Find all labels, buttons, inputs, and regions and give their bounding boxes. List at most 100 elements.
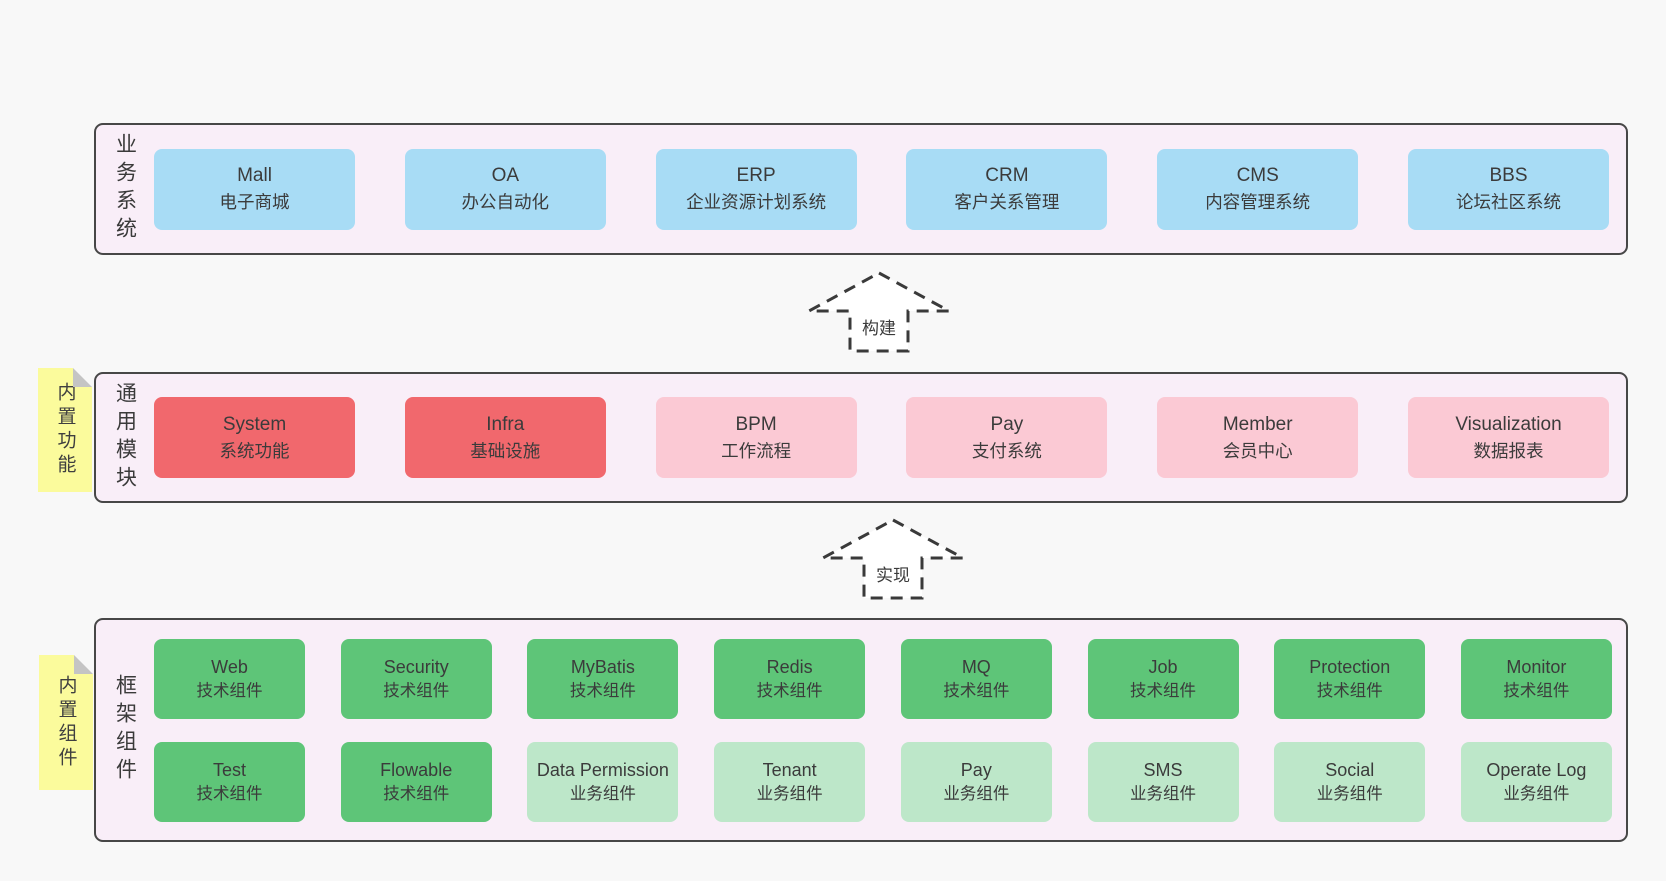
common-box-pay: Pay 支付系统 [906,397,1108,478]
section-label-framework: 框架组件 [96,620,154,840]
box-title: CRM [985,165,1029,186]
box-subtitle: 会员中心 [1222,440,1293,461]
framework-box-redis: Redis 技术组件 [714,638,866,719]
common-box-row: System 系统功能 Infra 基础设施 BPM 工作流程 Pay 支付系统… [154,374,1626,501]
box-title: Test [212,759,246,780]
framework-box-row-2: Test 技术组件 Flowable 技术组件 Data Permission … [154,741,1612,822]
build-arrow: 构建 [806,270,952,354]
framework-box-monitor: Monitor 技术组件 [1460,638,1612,719]
box-title: BPM [735,413,777,435]
sticky-note-builtin-features: 内置功能 [38,368,92,492]
common-box-member: Member 会员中心 [1157,397,1359,478]
box-subtitle: 技术组件 [1316,681,1383,700]
box-subtitle: 业务组件 [1316,784,1383,803]
framework-box-protection: Protection 技术组件 [1274,638,1426,719]
build-arrow-label: 构建 [860,314,898,339]
box-title: SMS [1143,759,1183,780]
business-box-crm: CRM 客户关系管理 [906,148,1108,230]
framework-box-operate-log: Operate Log 业务组件 [1460,741,1612,822]
box-title: Infra [486,413,525,435]
up-arrow-icon [808,271,950,353]
box-subtitle: 技术组件 [383,784,450,803]
box-subtitle: 论坛社区系统 [1455,192,1561,212]
business-box-row: Mall 电子商城 OA 办公自动化 ERP 企业资源计划系统 CRM 客户关系… [154,125,1626,253]
section-label-text: 框架组件 [113,674,137,786]
box-subtitle: 技术组件 [196,784,263,803]
box-title: Member [1222,413,1293,435]
box-subtitle: 工作流程 [721,440,792,461]
section-label-text: 通用模块 [113,381,137,494]
framework-box-mq: MQ 技术组件 [900,638,1052,719]
framework-box-rows: Web 技术组件 Security 技术组件 MyBatis 技术组件 Redi… [154,620,1626,840]
box-title: System [222,413,287,435]
implement-arrow: 实现 [820,517,966,601]
box-subtitle: 技术组件 [569,681,636,700]
box-title: Tenant [762,759,817,780]
box-title: Redis [766,656,813,677]
framework-box-job: Job 技术组件 [1087,638,1239,719]
box-title: CMS [1236,165,1279,186]
box-title: Pay [960,759,992,780]
box-title: Social [1325,759,1375,780]
section-framework-components: 框架组件 Web 技术组件 Security 技术组件 MyBatis 技术组件… [94,618,1628,842]
box-subtitle: 技术组件 [1503,681,1570,700]
box-title: Monitor [1506,656,1567,677]
box-subtitle: 业务组件 [943,784,1010,803]
box-subtitle: 业务组件 [1130,784,1197,803]
business-box-erp: ERP 企业资源计划系统 [655,148,857,230]
common-box-infra: Infra 基础设施 [404,397,606,478]
box-title: Security [383,656,449,677]
section-label-business: 业务系统 [96,125,154,253]
box-title: Data Permission [536,759,669,780]
common-box-system: System 系统功能 [154,397,355,478]
framework-box-row-1: Web 技术组件 Security 技术组件 MyBatis 技术组件 Redi… [154,638,1612,719]
box-title: Web [211,656,248,677]
sticky-note-text: 内置组件 [55,674,77,771]
box-title: Protection [1309,656,1391,677]
box-subtitle: 技术组件 [943,681,1010,700]
box-title: Flowable [380,759,453,780]
section-label-common: 通用模块 [96,374,154,501]
box-subtitle: 客户关系管理 [954,192,1060,212]
business-box-bbs: BBS 论坛社区系统 [1407,148,1609,230]
implement-arrow-label: 实现 [874,561,912,586]
box-subtitle: 基础设施 [470,440,541,461]
common-box-visualization: Visualization 数据报表 [1407,397,1609,478]
box-title: MQ [961,656,991,677]
up-arrow-icon [822,518,964,600]
framework-box-security: Security 技术组件 [340,638,492,719]
box-subtitle: 技术组件 [196,681,263,700]
sticky-note-text: 内置功能 [54,382,76,478]
section-business-systems: 业务系统 Mall 电子商城 OA 办公自动化 ERP 企业资源计划系统 CRM… [94,123,1628,255]
box-title: BBS [1489,165,1528,186]
framework-box-mybatis: MyBatis 技术组件 [527,638,679,719]
framework-box-test: Test 技术组件 [154,741,305,822]
box-title: Pay [990,413,1024,435]
box-subtitle: 技术组件 [383,681,450,700]
section-common-modules: 通用模块 System 系统功能 Infra 基础设施 BPM 工作流程 Pay… [94,372,1628,503]
box-subtitle: 企业资源计划系统 [686,192,827,212]
box-title: Operate Log [1486,759,1587,780]
box-title: Visualization [1455,413,1562,435]
box-subtitle: 技术组件 [756,681,823,700]
box-subtitle: 数据报表 [1473,440,1544,461]
box-title: ERP [736,165,776,186]
common-box-bpm: BPM 工作流程 [655,397,857,478]
box-subtitle: 电子商城 [219,192,290,212]
box-subtitle: 业务组件 [569,784,636,803]
section-label-text: 业务系统 [113,133,137,245]
box-subtitle: 业务组件 [756,784,823,803]
business-box-cms: CMS 内容管理系统 [1157,148,1359,230]
framework-box-data-permission: Data Permission 业务组件 [527,741,679,822]
business-box-mall: Mall 电子商城 [154,148,355,230]
box-title: Mall [237,165,272,186]
framework-box-web: Web 技术组件 [154,638,305,719]
box-title: OA [491,165,520,186]
box-subtitle: 内容管理系统 [1205,192,1311,212]
box-subtitle: 办公自动化 [461,192,550,212]
box-subtitle: 技术组件 [1130,681,1197,700]
box-title: MyBatis [570,656,635,677]
box-subtitle: 系统功能 [219,440,290,461]
business-box-oa: OA 办公自动化 [404,148,606,230]
